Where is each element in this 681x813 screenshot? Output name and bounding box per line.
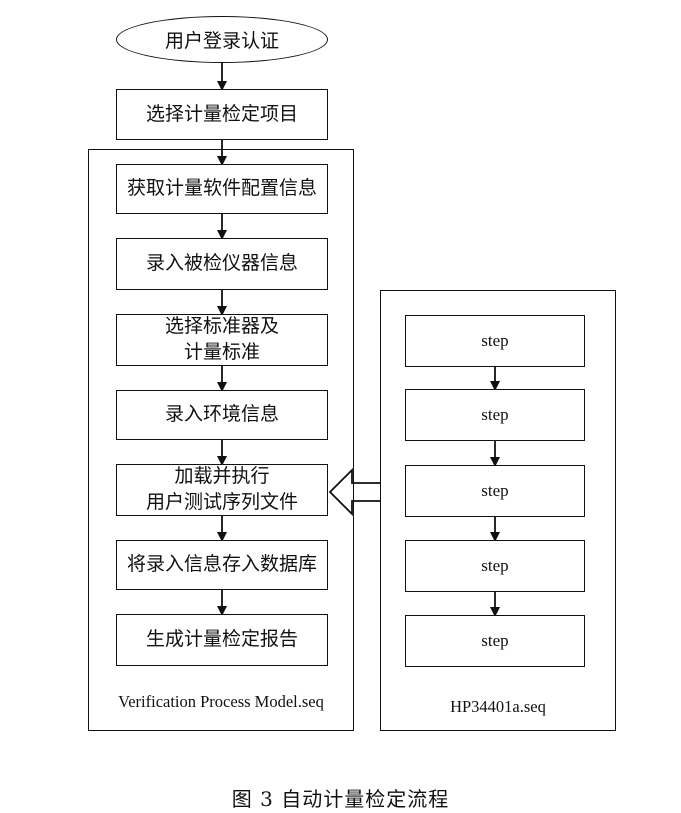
step-enter-environment-label: 录入环境信息: [164, 403, 279, 426]
step-get-config: 获取计量软件配置信息: [116, 164, 328, 214]
process-model-label: Verification Process Model.seq: [118, 692, 324, 711]
sequence-file-container: [380, 290, 616, 731]
step-select-standard-label: 选择标准器及 计量标准: [164, 315, 279, 363]
seq-step-3: step: [405, 465, 585, 517]
select-item-box: 选择计量检定项目: [116, 89, 328, 140]
step-enter-instrument-label: 录入被检仪器信息: [145, 252, 298, 275]
seq-step-1: step: [405, 315, 585, 367]
seq-step-4: step: [405, 540, 585, 592]
step-execute-sequence-label: 加载并执行 用户测试序列文件: [145, 465, 298, 513]
step-enter-environment: 录入环境信息: [116, 390, 328, 440]
step-generate-report: 生成计量检定报告: [116, 614, 328, 666]
step-get-config-label: 获取计量软件配置信息: [126, 177, 317, 200]
seq-step-5: step: [405, 615, 585, 667]
step-store-database-label: 将录入信息存入数据库: [126, 553, 317, 576]
figure-caption: 图 3 自动计量检定流程: [231, 787, 450, 811]
seq-step-4-label: step: [481, 555, 509, 575]
sequence-file-label: HP34401a.seq: [450, 697, 546, 716]
seq-step-5-label: step: [481, 630, 509, 650]
step-generate-report-label: 生成计量检定报告: [145, 628, 298, 651]
process-model-container: [88, 149, 354, 731]
step-select-standard: 选择标准器及 计量标准: [116, 314, 328, 366]
step-enter-instrument: 录入被检仪器信息: [116, 238, 328, 290]
seq-step-1-label: step: [481, 330, 509, 350]
start-oval: 用户登录认证: [116, 16, 328, 63]
seq-step-2-label: step: [481, 404, 509, 424]
step-execute-sequence: 加载并执行 用户测试序列文件: [116, 464, 328, 516]
start-label: 用户登录认证: [164, 30, 279, 52]
select-item-label: 选择计量检定项目: [145, 102, 298, 125]
step-store-database: 将录入信息存入数据库: [116, 540, 328, 590]
hollow-arrow-seq-to-execute: [328, 467, 380, 517]
seq-step-2: step: [405, 389, 585, 441]
seq-step-3-label: step: [481, 480, 509, 500]
